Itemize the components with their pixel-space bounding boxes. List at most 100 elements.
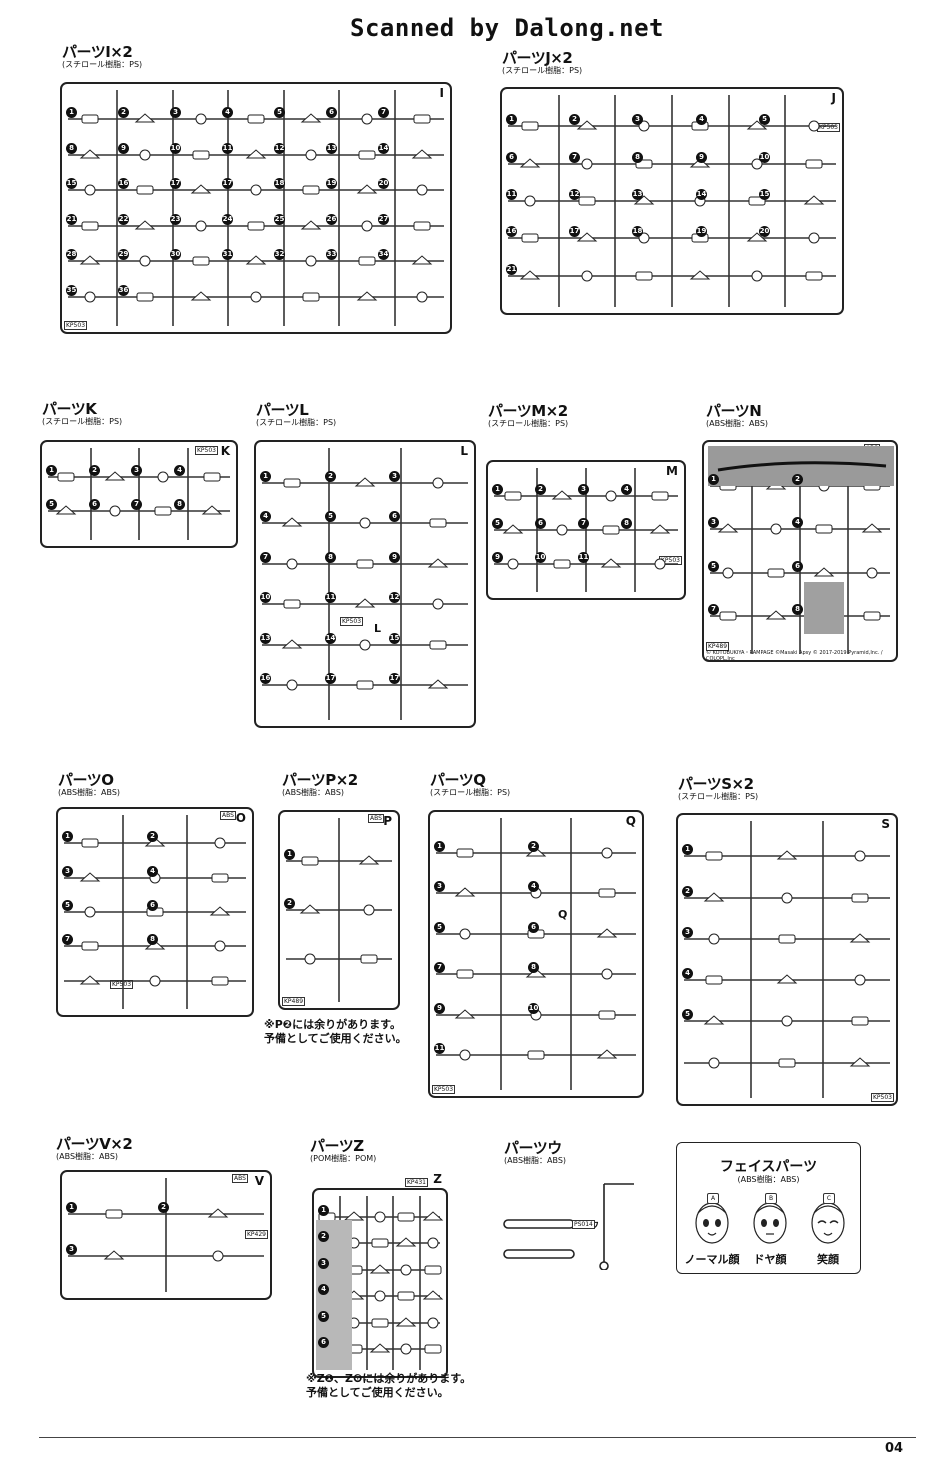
- part-number-j: 19: [696, 226, 707, 237]
- part-number-j: 21: [506, 264, 517, 275]
- parts-l-title: パーツL: [256, 401, 309, 419]
- parts-q-title: パーツQ: [430, 771, 486, 789]
- part-number-i: 5: [274, 107, 285, 118]
- part-number-s: 3: [682, 927, 693, 938]
- sprue-code-i: KP503: [64, 321, 88, 330]
- material-badge-p: ABS: [368, 814, 384, 823]
- part-number-i: 8: [66, 143, 77, 154]
- part-number-i: 10: [170, 143, 181, 154]
- face-a: A ノーマル顔: [685, 1193, 740, 1266]
- part-number-j: 7: [569, 152, 580, 163]
- part-number-i: 18: [274, 178, 285, 189]
- part-number-i: 3: [170, 107, 181, 118]
- part-number-l: 10: [260, 592, 271, 603]
- part-number-j: 11: [506, 189, 517, 200]
- part-number-z: 3: [318, 1258, 329, 1269]
- face-c-label: 笑顔: [817, 1253, 839, 1266]
- part-number-m: 8: [621, 518, 632, 529]
- note-z-line2: 予備としてご使用ください。: [306, 1386, 449, 1400]
- part-number-k: 8: [174, 499, 185, 510]
- part-number-l: 17: [325, 673, 336, 684]
- frame-label-s: S: [881, 817, 890, 831]
- part-number-j: 5: [759, 114, 770, 125]
- part-number-k: 4: [174, 465, 185, 476]
- sprue-runners-i: [68, 90, 444, 326]
- part-number-n: 5: [708, 561, 719, 572]
- part-number-i: 6: [326, 107, 337, 118]
- part-number-o: 2: [147, 831, 158, 842]
- part-number-n: 1: [708, 474, 719, 485]
- parts-z-material: (POM樹脂：POM): [310, 1153, 377, 1163]
- part-number-i: 31: [222, 249, 233, 260]
- part-number-i: 27: [378, 214, 389, 225]
- part-number-q: 7: [434, 962, 445, 973]
- part-number-i: 23: [170, 214, 181, 225]
- part-number-j: 16: [506, 226, 517, 237]
- part-number-i: 32: [274, 249, 285, 260]
- note-z-line1: ※Z❶、Z❻には余りがあります。: [306, 1372, 472, 1385]
- part-number-q: 1: [434, 841, 445, 852]
- header-parts-q: パーツQ (スチロール樹脂：PS): [430, 772, 510, 797]
- parts-u-title: パーツウ: [504, 1139, 562, 1157]
- header-parts-l: パーツL (スチロール樹脂：PS): [256, 402, 336, 427]
- part-number-n: 8: [792, 604, 803, 615]
- part-number-o: 6: [147, 900, 158, 911]
- part-number-l: 1: [260, 471, 271, 482]
- part-number-i: 15: [66, 178, 77, 189]
- sprue-frame-n: ABS N KP489 © KOTOBUKIYA・RAMPAGE ©Masaki…: [702, 440, 898, 662]
- part-number-k: 5: [46, 499, 57, 510]
- material-badge-o: ABS: [220, 811, 236, 820]
- part-number-j: 9: [696, 152, 707, 163]
- part-number-z: 4: [318, 1284, 329, 1295]
- sprue-code-z: KP431: [404, 1178, 428, 1187]
- part-number-m: 2: [535, 484, 546, 495]
- face-a-label: ノーマル顔: [684, 1253, 740, 1266]
- frame-sublabel-q: Q: [558, 908, 568, 921]
- part-number-n: 2: [792, 474, 803, 485]
- part-number-i: 17: [170, 178, 181, 189]
- part-number-l: 11: [325, 592, 336, 603]
- frame-label-z: Z: [433, 1172, 442, 1186]
- face-b-icon: [753, 1202, 787, 1244]
- part-number-l: 6: [389, 511, 400, 522]
- part-number-z: 1: [318, 1205, 329, 1216]
- sprue-code-l: KP503: [340, 617, 364, 626]
- parts-k-material: (スチロール樹脂：PS): [42, 416, 123, 426]
- part-number-k: 3: [131, 465, 142, 476]
- parts-z-title: パーツZ: [310, 1137, 364, 1155]
- parts-i-title: パーツI×2: [62, 43, 133, 61]
- sprue-runners-l: [262, 448, 468, 720]
- face-parts-box: フェイスパーツ (ABS樹脂：ABS) A ノーマル顔 B ドヤ顔 C 笑顔: [676, 1142, 861, 1274]
- part-number-l: 9: [389, 552, 400, 563]
- face-b: B ドヤ顔: [745, 1193, 795, 1266]
- sprue-code-v: KP429: [244, 1230, 268, 1239]
- parts-v-title: パーツV×2: [56, 1135, 133, 1153]
- sprue-code-p: KP489: [282, 997, 306, 1006]
- part-number-j: 8: [632, 152, 643, 163]
- sprue-runners-m: [494, 468, 678, 592]
- sprue-runners-q: [436, 818, 636, 1090]
- part-number-j: 2: [569, 114, 580, 125]
- part-number-m: 10: [535, 552, 546, 563]
- sprue-code-s: KP503: [870, 1093, 894, 1102]
- part-number-j: 14: [696, 189, 707, 200]
- part-number-o: 4: [147, 866, 158, 877]
- part-number-i: 20: [378, 178, 389, 189]
- part-number-l: 17: [389, 673, 400, 684]
- sprue-runners-s: [684, 821, 890, 1098]
- part-number-i: 12: [274, 143, 285, 154]
- face-parts-title: フェイスパーツ: [719, 1159, 818, 1175]
- material-badge-v: ABS: [232, 1174, 248, 1183]
- part-number-l: 12: [389, 592, 400, 603]
- sprue-runners-z: [316, 1196, 444, 1370]
- part-number-j: 6: [506, 152, 517, 163]
- part-number-i: 22: [118, 214, 129, 225]
- part-number-k: 7: [131, 499, 142, 510]
- sprue-code-q: KP503: [432, 1085, 456, 1094]
- header-parts-s: パーツS×2 (スチロール樹脂：PS): [678, 776, 758, 801]
- frame-sublabel-l: L: [374, 622, 382, 635]
- parts-m-title: パーツM×2: [488, 402, 568, 420]
